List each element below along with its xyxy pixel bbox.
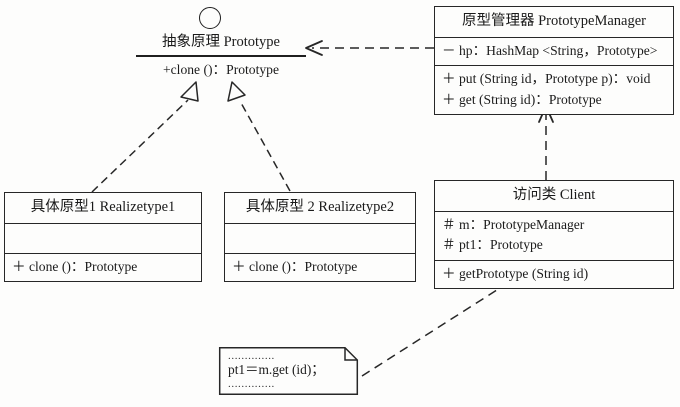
realization-realizetype1-to-prototype	[91, 81, 199, 193]
realizetype1-operations-compartment: ＋ clone ()：Prototype	[5, 253, 201, 281]
note-ellipsis-bottom: ..............	[228, 377, 275, 390]
prototype-operation-clone: +clone ()：Prototype	[162, 62, 279, 78]
manager-operation-put: ＋ put (String id，Prototype p)：void	[442, 71, 651, 87]
manager-operations-compartment: ＋ put (String id，Prototype p)：void ＋ get…	[435, 65, 673, 114]
client-operations-compartment: ＋ getPrototype (String id)	[435, 259, 673, 288]
realizetype2-attributes-compartment	[225, 223, 415, 253]
manager-attributes-compartment: － hp：HashMap <String，Prototype>	[435, 37, 673, 65]
class-node-prototype[interactable]: 抽象原理 Prototype +clone ()：Prototype	[136, 32, 306, 79]
realizetype2-operation-clone: ＋ clone ()：Prototype	[232, 259, 358, 275]
manager-attribute-hp: － hp：HashMap <String，Prototype>	[442, 43, 658, 59]
dependency-manager-to-prototype	[305, 40, 434, 56]
client-attributes-compartment: ＃ m：PrototypeManager ＃ pt1：Prototype	[435, 211, 673, 260]
note-code-line: pt1＝m.get (id)；	[228, 362, 325, 377]
prototype-class-name: 抽象原理 Prototype	[161, 34, 280, 50]
class-node-realizetype2[interactable]: 具体原型 2 Realizetype2 ＋ clone ()：Prototype	[224, 192, 416, 283]
client-attribute-pt1: ＃ pt1：Prototype	[442, 237, 543, 253]
manager-operation-get: ＋ get (String id)：Prototype	[442, 91, 602, 107]
note-node[interactable]: .............. pt1＝m.get (id)； .........…	[219, 347, 358, 395]
realizetype1-attributes-compartment	[5, 223, 201, 253]
dependency-client-to-manager	[538, 105, 554, 180]
class-node-client[interactable]: 访问类 Client ＃ m：PrototypeManager ＃ pt1：Pr…	[434, 180, 674, 290]
class-node-prototype-manager[interactable]: 原型管理器 PrototypeManager － hp：HashMap <Str…	[434, 6, 674, 116]
realizetype1-operation-clone: ＋ clone ()：Prototype	[12, 259, 138, 275]
interface-circle-icon	[199, 7, 221, 29]
note-anchor-to-client	[361, 287, 501, 377]
note-text-block: .............. pt1＝m.get (id)； .........…	[228, 351, 348, 390]
realization-realizetype2-to-prototype	[227, 81, 291, 192]
client-operation-get-prototype: ＋ getPrototype (String id)	[442, 265, 589, 281]
realizetype2-operations-compartment: ＋ clone ()：Prototype	[225, 253, 415, 281]
note-ellipsis-top: ..............	[228, 350, 275, 362]
client-class-name: 访问类 Client	[512, 187, 596, 203]
client-attribute-m: ＃ m：PrototypeManager	[442, 217, 585, 233]
class-node-realizetype1[interactable]: 具体原型1 Realizetype1 ＋ clone ()：Prototype	[4, 192, 202, 283]
manager-class-name: 原型管理器 PrototypeManager	[461, 13, 647, 29]
realizetype2-class-name: 具体原型 2 Realizetype2	[245, 199, 395, 215]
realizetype1-class-name: 具体原型1 Realizetype1	[30, 199, 176, 215]
prototype-separator	[136, 55, 306, 58]
